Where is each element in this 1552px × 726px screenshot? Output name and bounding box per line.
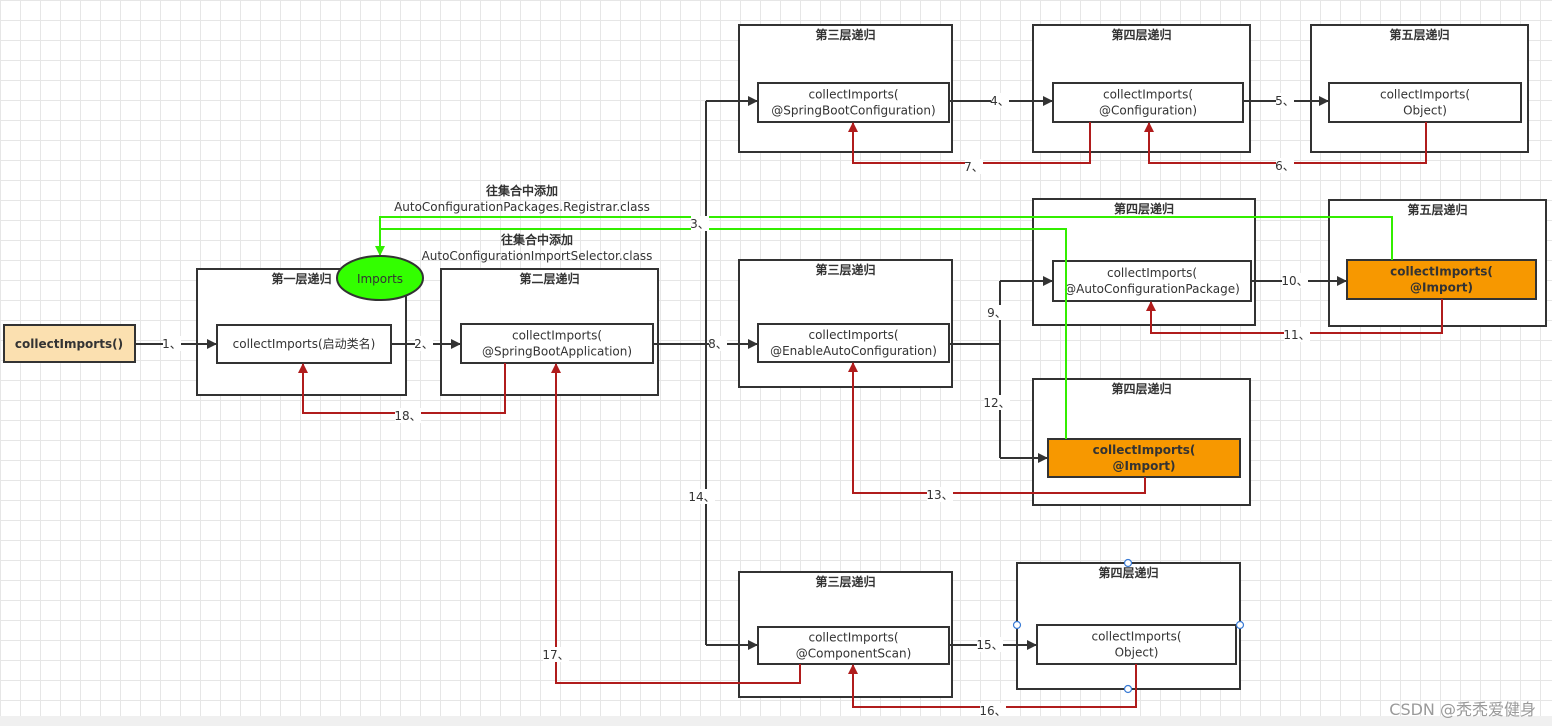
step-label: 5、: [1275, 94, 1295, 108]
recursion-level-box[interactable]: 第四层递归 collectImports( @AutoConfigurationPa…: [1032, 198, 1256, 326]
level-title: 第三层递归: [815, 262, 875, 277]
collect-imports-call[interactable]: [757, 626, 950, 665]
step-label: 18、: [394, 409, 421, 423]
collect-imports-call[interactable]: [1047, 438, 1241, 478]
call-text: Object): [1403, 104, 1447, 118]
recursion-level-box[interactable]: 第五层递归 collectImports( Object): [1310, 24, 1529, 153]
level-title: 第二层递归: [519, 271, 579, 286]
step-label: 14、: [688, 490, 715, 504]
call-text: collectImports(: [1103, 88, 1193, 102]
start-node[interactable]: [3, 324, 136, 363]
selection-handles[interactable]: [1012, 558, 1245, 694]
recursion-level-box[interactable]: 第五层递归 collectImports( @Import): [1328, 199, 1547, 327]
step-label: 6、: [1275, 159, 1295, 173]
resize-handle[interactable]: [1235, 620, 1245, 630]
recursion-level-box[interactable]: 第三层递归 collectImports( @EnableAutoConfigura…: [738, 259, 953, 388]
level-title: 第五层递归: [1407, 202, 1467, 217]
call-text: collectImports(: [808, 328, 898, 342]
collect-imports-call[interactable]: [757, 82, 950, 123]
annotation-1-line1: 往集合中添加: [486, 183, 558, 198]
step-label: 9、: [987, 306, 1007, 320]
recursion-level-box[interactable]: 第四层递归 collectImports( Object): [1016, 562, 1241, 690]
level-title: 第一层递归: [271, 271, 331, 286]
call-text: collectImports(: [1107, 266, 1197, 280]
level-title: 第三层递归: [815, 27, 875, 42]
level-title: 第四层递归: [1111, 381, 1171, 396]
call-text: collectImports(: [808, 88, 898, 102]
step-label: 7、: [964, 160, 984, 174]
level-title: 第五层递归: [1389, 27, 1449, 42]
call-text: @SpringBootConfiguration): [771, 104, 935, 118]
annotation-2-line2: AutoConfigurationImportSelector.class: [422, 249, 653, 263]
collect-imports-call[interactable]: [1346, 259, 1537, 300]
imports-node-label: Imports: [357, 272, 403, 286]
level-title: 第三层递归: [815, 574, 875, 589]
start-node-label: collectImports(): [15, 337, 123, 351]
resize-handle[interactable]: [1123, 558, 1133, 568]
imports-node[interactable]: [336, 255, 424, 301]
step-label: 15、: [976, 638, 1003, 652]
resize-handle[interactable]: [1123, 684, 1133, 694]
step-label: 13、: [926, 488, 953, 502]
step-label: 17、: [542, 648, 569, 662]
step-label: 16、: [979, 704, 1006, 718]
call-text: collectImports(: [512, 329, 602, 343]
resize-handle[interactable]: [1012, 620, 1022, 630]
recursion-level-box[interactable]: 第四层递归 collectImports( @Configuration): [1032, 24, 1251, 153]
step-label: 11、: [1283, 328, 1310, 342]
recursion-level-box[interactable]: 第三层递归 collectImports( @ComponentScan): [738, 571, 953, 698]
call-text: collectImports(: [1093, 443, 1196, 457]
step-label: 1、: [162, 337, 182, 351]
bottom-strip: [0, 716, 1552, 726]
return-arrow[interactable]: [848, 362, 1146, 494]
step-label: 12、: [983, 396, 1010, 410]
recursion-level-box[interactable]: 第二层递归 collectImports( @SpringBootApplicati…: [440, 268, 659, 396]
call-text: collectImports(: [1091, 630, 1181, 644]
step-label: 2、: [414, 337, 434, 351]
annotation-2-line1: 往集合中添加: [501, 232, 573, 247]
call-text: collectImports(启动类名): [233, 336, 376, 351]
step-label: 10、: [1281, 274, 1308, 288]
call-text: @SpringBootApplication): [482, 345, 632, 359]
call-text: collectImports(: [1380, 88, 1470, 102]
call-text: collectImports(: [1390, 265, 1493, 279]
step-label: 3、: [690, 217, 710, 231]
return-arrow[interactable]: [551, 363, 801, 684]
collect-imports-call[interactable]: [460, 323, 654, 364]
call-text: collectImports(: [808, 631, 898, 645]
level-title: 第四层递归: [1114, 201, 1174, 216]
watermark: CSDN @秃秃爱健身: [1389, 700, 1536, 719]
call-text: @EnableAutoConfiguration): [770, 344, 937, 358]
level-title: 第四层递归: [1098, 565, 1158, 580]
recursion-level-box[interactable]: 第三层递归 collectImports( @SpringBootConfigura…: [738, 24, 953, 153]
level-title: 第四层递归: [1111, 27, 1171, 42]
call-text: @Configuration): [1099, 104, 1197, 118]
call-text: @Import): [1113, 459, 1176, 473]
call-text: @Import): [1410, 281, 1473, 295]
step-label: 4、: [990, 94, 1010, 108]
call-text: Object): [1115, 646, 1159, 660]
step-label: 8、: [708, 337, 728, 351]
call-text: @AutoConfigurationPackage): [1064, 282, 1240, 296]
call-text: @ComponentScan): [796, 647, 912, 661]
import-arrow[interactable]: [380, 228, 1067, 439]
annotation-1-line2: AutoConfigurationPackages.Registrar.clas…: [394, 200, 650, 214]
import-arrow[interactable]: [375, 216, 1393, 260]
recursion-level-box[interactable]: 第四层递归 collectImports( @Import): [1032, 378, 1251, 506]
collect-imports-call[interactable]: [757, 323, 950, 363]
